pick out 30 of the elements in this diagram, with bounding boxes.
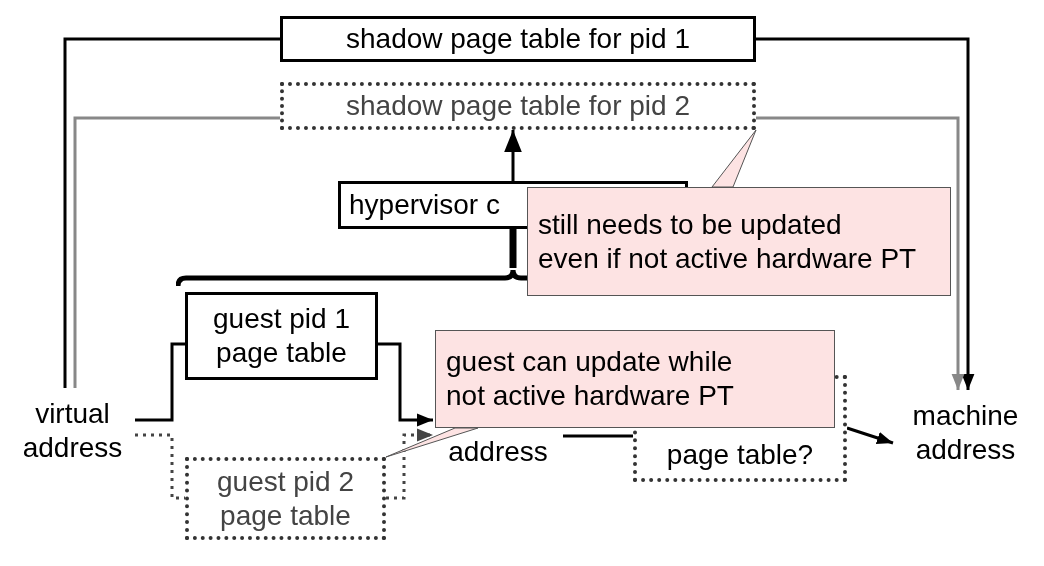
page-table-box [185,457,386,540]
address-label: virtual address [22,396,123,465]
arrow [846,426,894,445]
note-tooltip [435,330,835,428]
address-label: address [448,435,548,469]
arrow [756,37,975,390]
callout-text: still needs to be updated even if not active hardware PT [538,207,917,276]
callout-text: guest can update while not active hardware PT [446,345,734,413]
node-label: guest pid 2 page table [217,464,354,533]
node-label: shadow page table for pid 1 [346,22,690,56]
connector-line [563,434,633,438]
page-table-box [280,16,756,62]
arrow [378,342,433,427]
node-label: shadow page table for pid 2 [346,89,690,123]
connector-line [135,433,185,500]
node-label: hypervisor c [349,188,500,222]
connector-line [63,37,280,388]
page-table-box [185,292,378,380]
address-label: machine address [912,398,1019,467]
callout-pointer [711,129,757,188]
callout-pointer [385,427,479,458]
note-tooltip [527,187,951,296]
node-label: guest pid 1 page table [213,302,350,370]
connector-line [135,342,185,422]
page-table-box [280,82,756,130]
arrow [504,130,522,181]
arrow [386,428,433,500]
arrow [756,116,965,390]
connector-line [73,116,280,388]
node-label: page table? [666,438,814,472]
